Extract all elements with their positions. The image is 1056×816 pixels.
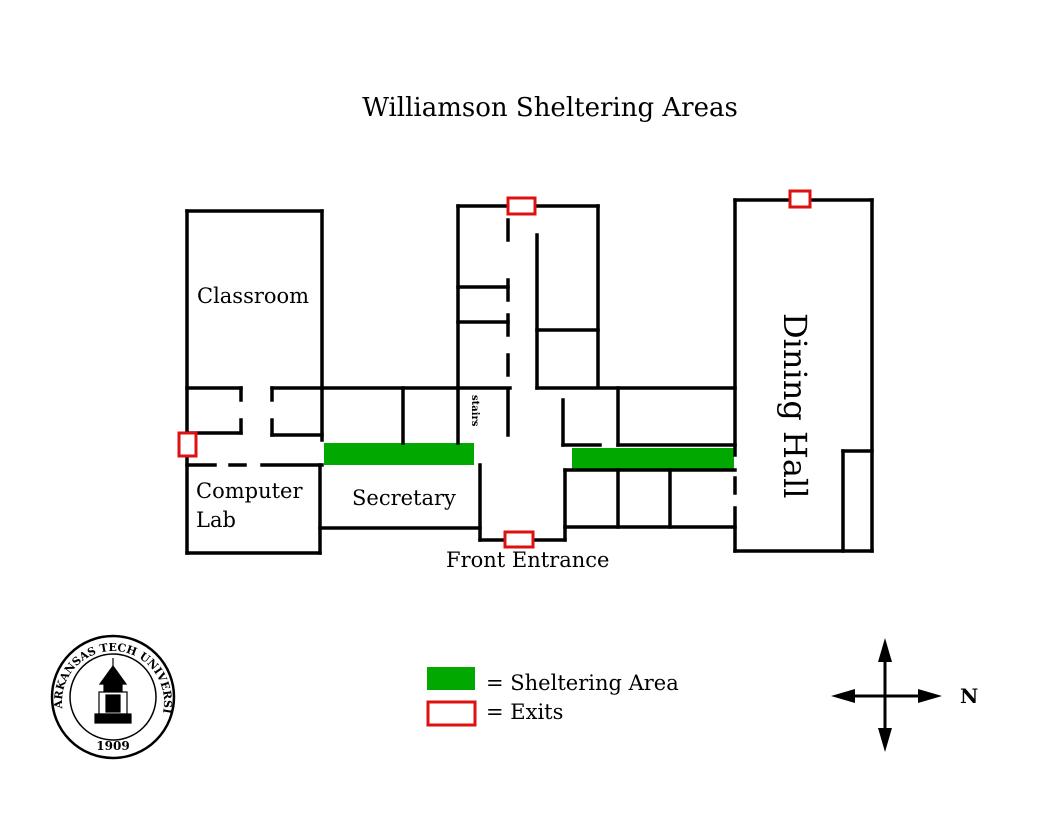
seal-year: 1909	[96, 739, 129, 753]
room-label-secretary: Secretary	[352, 486, 456, 510]
room-label-dining-hall: Dining Hall	[776, 313, 814, 498]
exit-west	[177, 431, 198, 458]
exit-front-entrance	[503, 530, 535, 549]
compass-north-label: N	[960, 684, 978, 708]
sheltering-area-west	[324, 443, 474, 465]
legend-exit-swatch	[426, 700, 477, 727]
university-seal-logo: ARKANSAS TECH UNIVERSITY 1909	[0, 0, 176, 760]
exit-north-center	[506, 196, 537, 216]
sheltering-area-east	[572, 448, 734, 470]
room-label-computer-lab-line2: Lab	[196, 508, 236, 532]
legend-sheltering-swatch	[427, 667, 475, 690]
room-label-classroom: Classroom	[197, 284, 309, 308]
stairs-label: stairs	[469, 395, 480, 427]
legend-exit-label: = Exits	[486, 700, 563, 724]
room-label-computer-lab-line1: Computer	[196, 479, 303, 503]
seal-text: ARKANSAS TECH UNIVERSITY	[0, 0, 174, 715]
svg-text:ARKANSAS TECH UNIVERSITY: ARKANSAS TECH UNIVERSITY	[0, 0, 174, 715]
map-title: Williamson Sheltering Areas	[362, 93, 738, 123]
compass-rose-icon	[831, 638, 942, 752]
exits	[177, 189, 812, 549]
exit-north-dining	[788, 189, 812, 209]
legend-sheltering-label: = Sheltering Area	[486, 671, 679, 695]
front-entrance-label: Front Entrance	[446, 548, 609, 572]
